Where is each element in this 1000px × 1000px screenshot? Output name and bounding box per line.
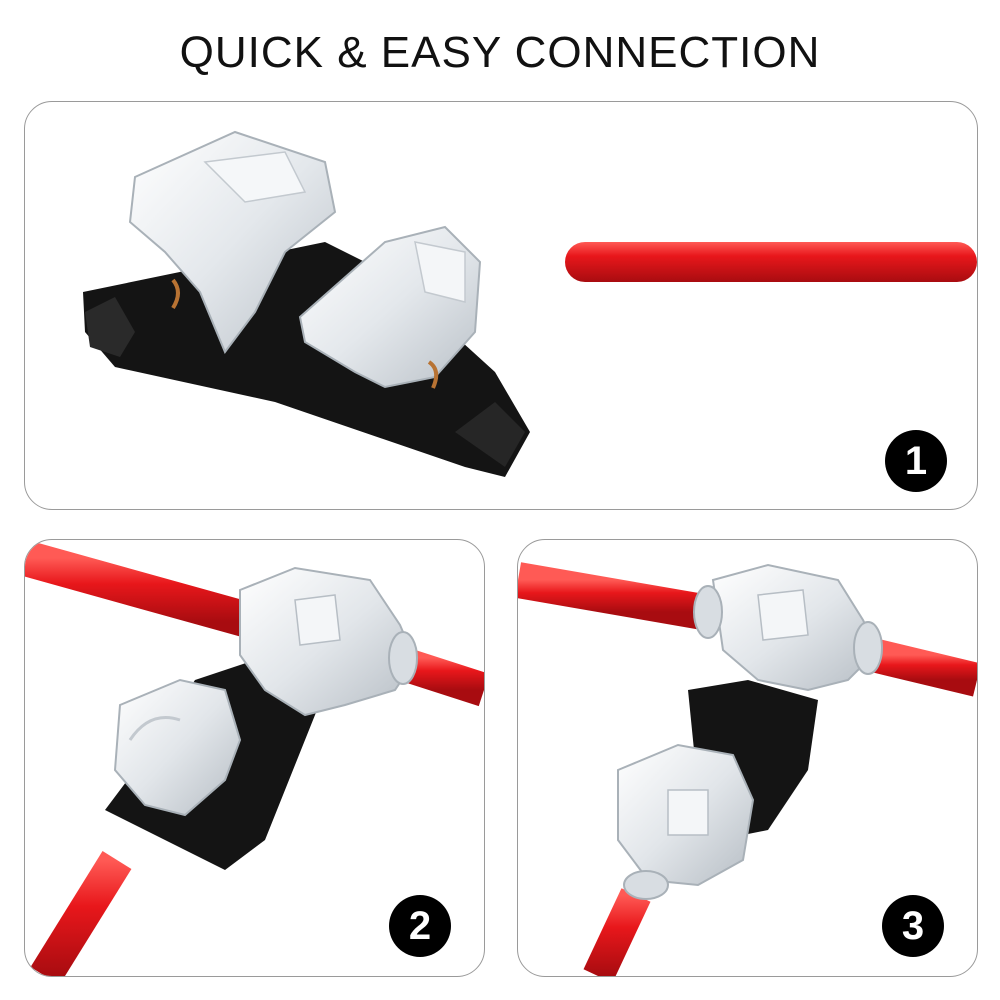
wire-main bbox=[25, 540, 273, 640]
step-number-badge: 2 bbox=[389, 895, 451, 957]
step-1-illustration bbox=[83, 130, 977, 477]
step-3-illustration bbox=[518, 562, 977, 976]
step-2-illustration bbox=[25, 540, 484, 976]
wire bbox=[565, 242, 977, 282]
step-number-badge: 1 bbox=[885, 430, 947, 492]
step-3-panel: 3 bbox=[517, 539, 978, 977]
step-2-panel: 2 bbox=[24, 539, 485, 977]
wire-branch bbox=[583, 888, 651, 976]
step-1-panel: 1 bbox=[24, 101, 978, 510]
clear-cap-bottom bbox=[113, 678, 242, 817]
step-number-badge: 3 bbox=[882, 895, 944, 957]
wire-main bbox=[518, 562, 707, 630]
wire-branch bbox=[30, 851, 132, 976]
connector-base bbox=[83, 242, 530, 477]
page-title: QUICK & EASY CONNECTION bbox=[179, 28, 821, 77]
